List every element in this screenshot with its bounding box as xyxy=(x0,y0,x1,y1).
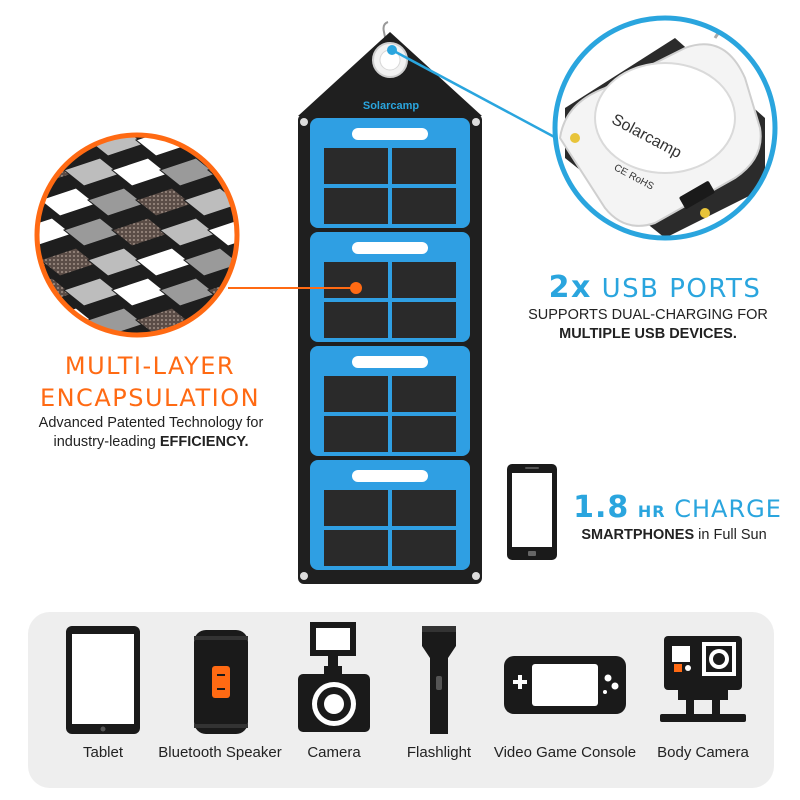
flashlight-icon xyxy=(422,626,456,734)
encapsulation-title: MULTI-LAYER ENCAPSULATION xyxy=(39,352,261,412)
compatible-devices-strip: Tablet Bluetooth Speaker Camera Flashlig… xyxy=(28,612,774,788)
solar-cell xyxy=(392,302,456,338)
usb-title: 2x USB PORTS xyxy=(548,270,762,305)
device-label-body-camera: Body Camera xyxy=(657,744,749,761)
encapsulation-layer xyxy=(230,307,237,335)
panel-handle-slot xyxy=(352,242,428,254)
smartphone-icon xyxy=(507,464,557,560)
encapsulation-layer xyxy=(230,135,237,157)
solar-cell xyxy=(324,376,388,412)
solar-cell xyxy=(324,530,388,566)
tablet-icon xyxy=(66,626,140,734)
solar-cell xyxy=(392,416,456,452)
solar-cell xyxy=(392,490,456,526)
usb-description: SUPPORTS DUAL-CHARGING FOR MULTIPLE USB … xyxy=(528,307,768,342)
panel-handle-slot xyxy=(352,356,428,368)
solar-cell xyxy=(324,302,388,338)
body-camera-icon xyxy=(660,636,746,722)
panel-handle-slot xyxy=(352,128,428,140)
solar-cell xyxy=(324,188,388,224)
encapsulation-closeup xyxy=(34,132,240,338)
solar-cell xyxy=(392,262,456,298)
device-label-flashlight: Flashlight xyxy=(406,744,472,761)
solar-cell xyxy=(324,416,388,452)
device-label-camera: Camera xyxy=(307,744,361,761)
device-label-game-console: Video Game Console xyxy=(493,744,637,761)
solar-cell xyxy=(392,530,456,566)
camera-icon xyxy=(298,622,370,732)
charge-description: SMARTPHONES in Full Sun xyxy=(581,527,767,543)
speaker-icon xyxy=(194,630,248,734)
panel-handle-slot xyxy=(352,470,428,482)
device-label-speaker: Bluetooth Speaker xyxy=(158,744,282,761)
solar-cell xyxy=(392,188,456,224)
solar-panel-illustration xyxy=(298,21,482,584)
solar-cell xyxy=(324,490,388,526)
solar-cell xyxy=(324,148,388,184)
solar-cell xyxy=(392,148,456,184)
encapsulation-layer xyxy=(37,307,50,335)
encapsulation-description: Advanced Patented Technology for industr… xyxy=(38,415,264,450)
game-console-icon xyxy=(504,656,626,714)
device-label-tablet: Tablet xyxy=(82,744,124,761)
charge-title: 1.8 HR CHARGE xyxy=(573,490,782,525)
solar-cell xyxy=(392,376,456,412)
brand-logo: Solarcamp xyxy=(362,100,420,112)
usb-module-closeup xyxy=(552,15,778,241)
encapsulation-layer xyxy=(37,135,50,157)
encapsulation-layer xyxy=(182,247,237,277)
